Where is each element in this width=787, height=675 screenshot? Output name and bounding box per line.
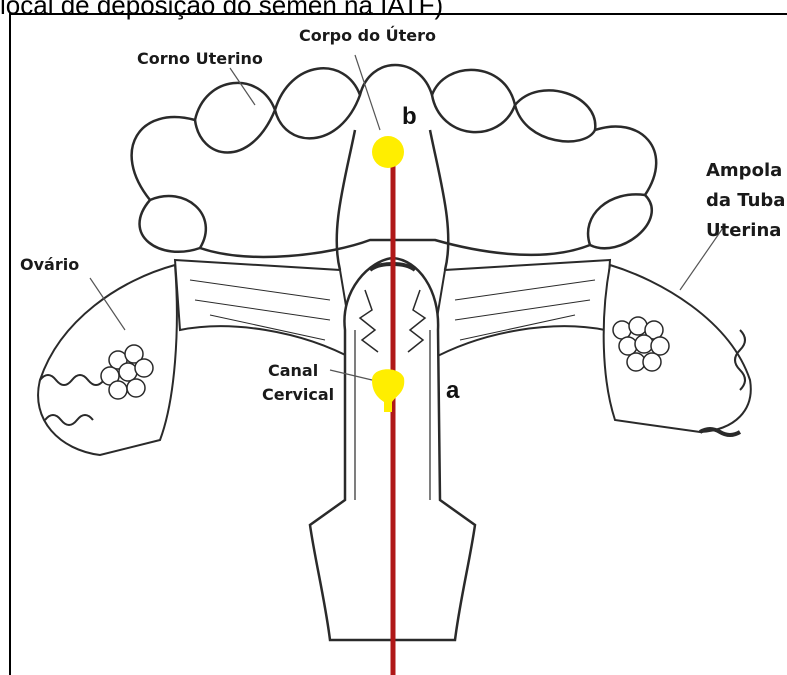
- label-ampola-line1: Ampola: [706, 160, 782, 181]
- label-canal-line1: Canal: [268, 361, 318, 380]
- left-ovary-tube: [38, 265, 177, 455]
- marker-b-point: [372, 136, 404, 168]
- label-ampola-line2: da Tuba: [706, 190, 785, 211]
- marker-label-a: a: [446, 377, 460, 404]
- label-canal-line2: Cervical: [262, 385, 334, 404]
- label-corno-uterino: Corno Uterino: [137, 49, 263, 68]
- label-ampola-line3: Uterina: [706, 220, 781, 241]
- right-ovary-tube: [604, 265, 751, 435]
- label-ovario: Ovário: [20, 255, 79, 274]
- label-corpo-do-utero: Corpo do Útero: [299, 26, 436, 45]
- marker-label-b: b: [402, 103, 417, 130]
